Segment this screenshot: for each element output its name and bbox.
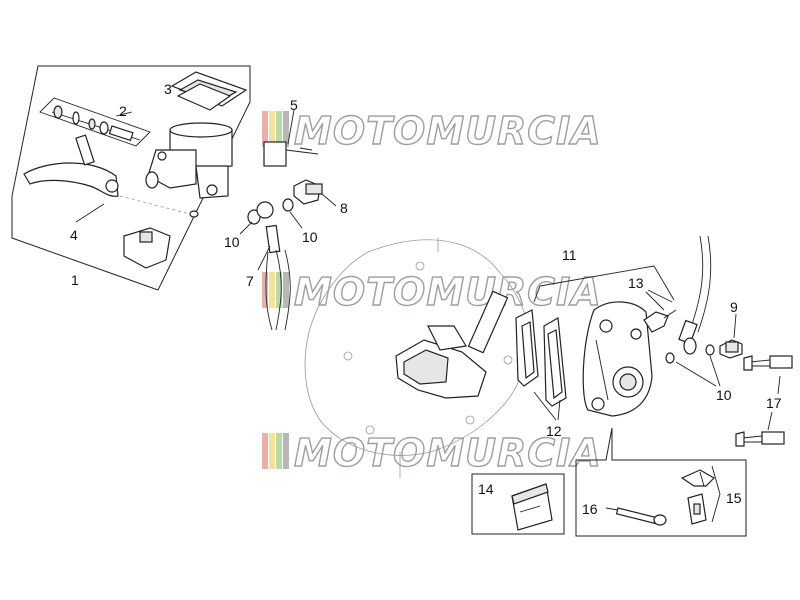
assembly-guide	[119, 195, 191, 215]
callout-8: 8	[340, 200, 348, 216]
brake-light-switch	[263, 141, 319, 167]
callout-10: 10	[224, 234, 240, 250]
leader-2	[115, 111, 133, 117]
caliper-pin	[615, 507, 667, 526]
leader-9	[733, 313, 737, 339]
watermark-stripe	[269, 272, 275, 308]
leader-13	[645, 291, 665, 311]
watermark-stripe	[269, 433, 275, 469]
pin-kit-box	[575, 427, 747, 537]
leader-12	[557, 399, 561, 421]
watermark-top: MOTOMURCIA	[262, 108, 602, 154]
watermark-stripe	[276, 111, 282, 147]
master-cylinder-body	[145, 122, 233, 199]
callout-14: 14	[478, 481, 494, 497]
leader-4	[75, 203, 105, 223]
callout-9: 9	[730, 299, 738, 315]
leader-13	[647, 289, 673, 303]
watermark-stripe	[269, 111, 275, 147]
watermark-stripe	[283, 433, 289, 469]
brake-pad-front	[515, 309, 539, 387]
leader-5	[287, 109, 295, 145]
callout-11: 11	[562, 247, 577, 263]
banjo-bolt	[293, 179, 323, 205]
caliper-banjo-bolt	[719, 339, 743, 359]
leader-12	[533, 391, 557, 421]
leader-11	[539, 265, 655, 287]
leader-16	[605, 507, 619, 511]
brake-hose	[256, 201, 291, 331]
pad-retainer	[687, 493, 707, 525]
leader-10	[289, 211, 303, 229]
watermark-stripe	[262, 111, 268, 147]
callout-4: 4	[70, 227, 78, 243]
watermark-text: MOTOMURCIA	[294, 431, 602, 475]
callout-15: 15	[726, 490, 742, 506]
pad-kit-box	[471, 473, 565, 535]
pad-kit-envelope	[511, 483, 553, 531]
leader-15	[711, 493, 721, 523]
watermark-stripe	[262, 272, 268, 308]
callout-13: 13	[628, 275, 644, 291]
watermark-stripe	[276, 433, 282, 469]
callout-5: 5	[290, 97, 298, 113]
callout-12: 12	[546, 423, 562, 439]
brake-disc	[304, 238, 530, 478]
watermark-stripe	[276, 272, 282, 308]
lower-brake-hose	[678, 235, 712, 355]
leader-11	[533, 285, 541, 303]
leader-10	[675, 361, 717, 387]
caliper-bracket	[395, 290, 509, 399]
brake-lever	[23, 134, 119, 197]
bleed-valve	[643, 309, 677, 333]
callout-16: 16	[582, 501, 598, 517]
copper-washer	[247, 209, 261, 225]
callout-2: 2	[119, 103, 127, 119]
watermark-text: MOTOMURCIA	[294, 270, 602, 314]
brake-pad-rear	[543, 317, 567, 407]
leader-3	[177, 87, 187, 93]
callout-17: 17	[766, 395, 782, 411]
brake-caliper	[582, 301, 653, 417]
reservoir-cap	[170, 71, 248, 111]
callout-7: 7	[246, 273, 254, 289]
leader-10	[709, 355, 721, 387]
master-cylinder-group-outline	[11, 65, 251, 291]
copper-washer	[665, 352, 675, 364]
callout-10: 10	[302, 229, 318, 245]
watermark-text: MOTOMURCIA	[294, 109, 602, 153]
callout-10: 10	[716, 387, 732, 403]
watermark-bottom: MOTOMURCIA	[262, 430, 602, 476]
leader-17	[777, 375, 781, 395]
leader-15	[711, 465, 721, 495]
watermark-stripe	[262, 433, 268, 469]
copper-washer	[282, 198, 294, 212]
leader-7	[257, 245, 271, 271]
watermark-stripe	[283, 272, 289, 308]
callout-1: 1	[71, 272, 79, 288]
pad-spring	[680, 469, 715, 487]
leader-17	[767, 411, 773, 431]
small-washer	[189, 210, 199, 218]
leader-11	[653, 265, 675, 301]
copper-washer	[705, 344, 715, 356]
caliper-bolt-upper	[743, 355, 793, 371]
leader-8	[321, 193, 337, 207]
piston-kit	[39, 97, 151, 147]
leader-10	[239, 221, 253, 235]
watermark-stripe	[283, 111, 289, 147]
caliper-bolt-lower	[735, 431, 785, 447]
callout-3: 3	[164, 81, 172, 97]
handlebar-clamp	[123, 227, 171, 269]
watermark-middle: MOTOMURCIA	[262, 269, 602, 315]
